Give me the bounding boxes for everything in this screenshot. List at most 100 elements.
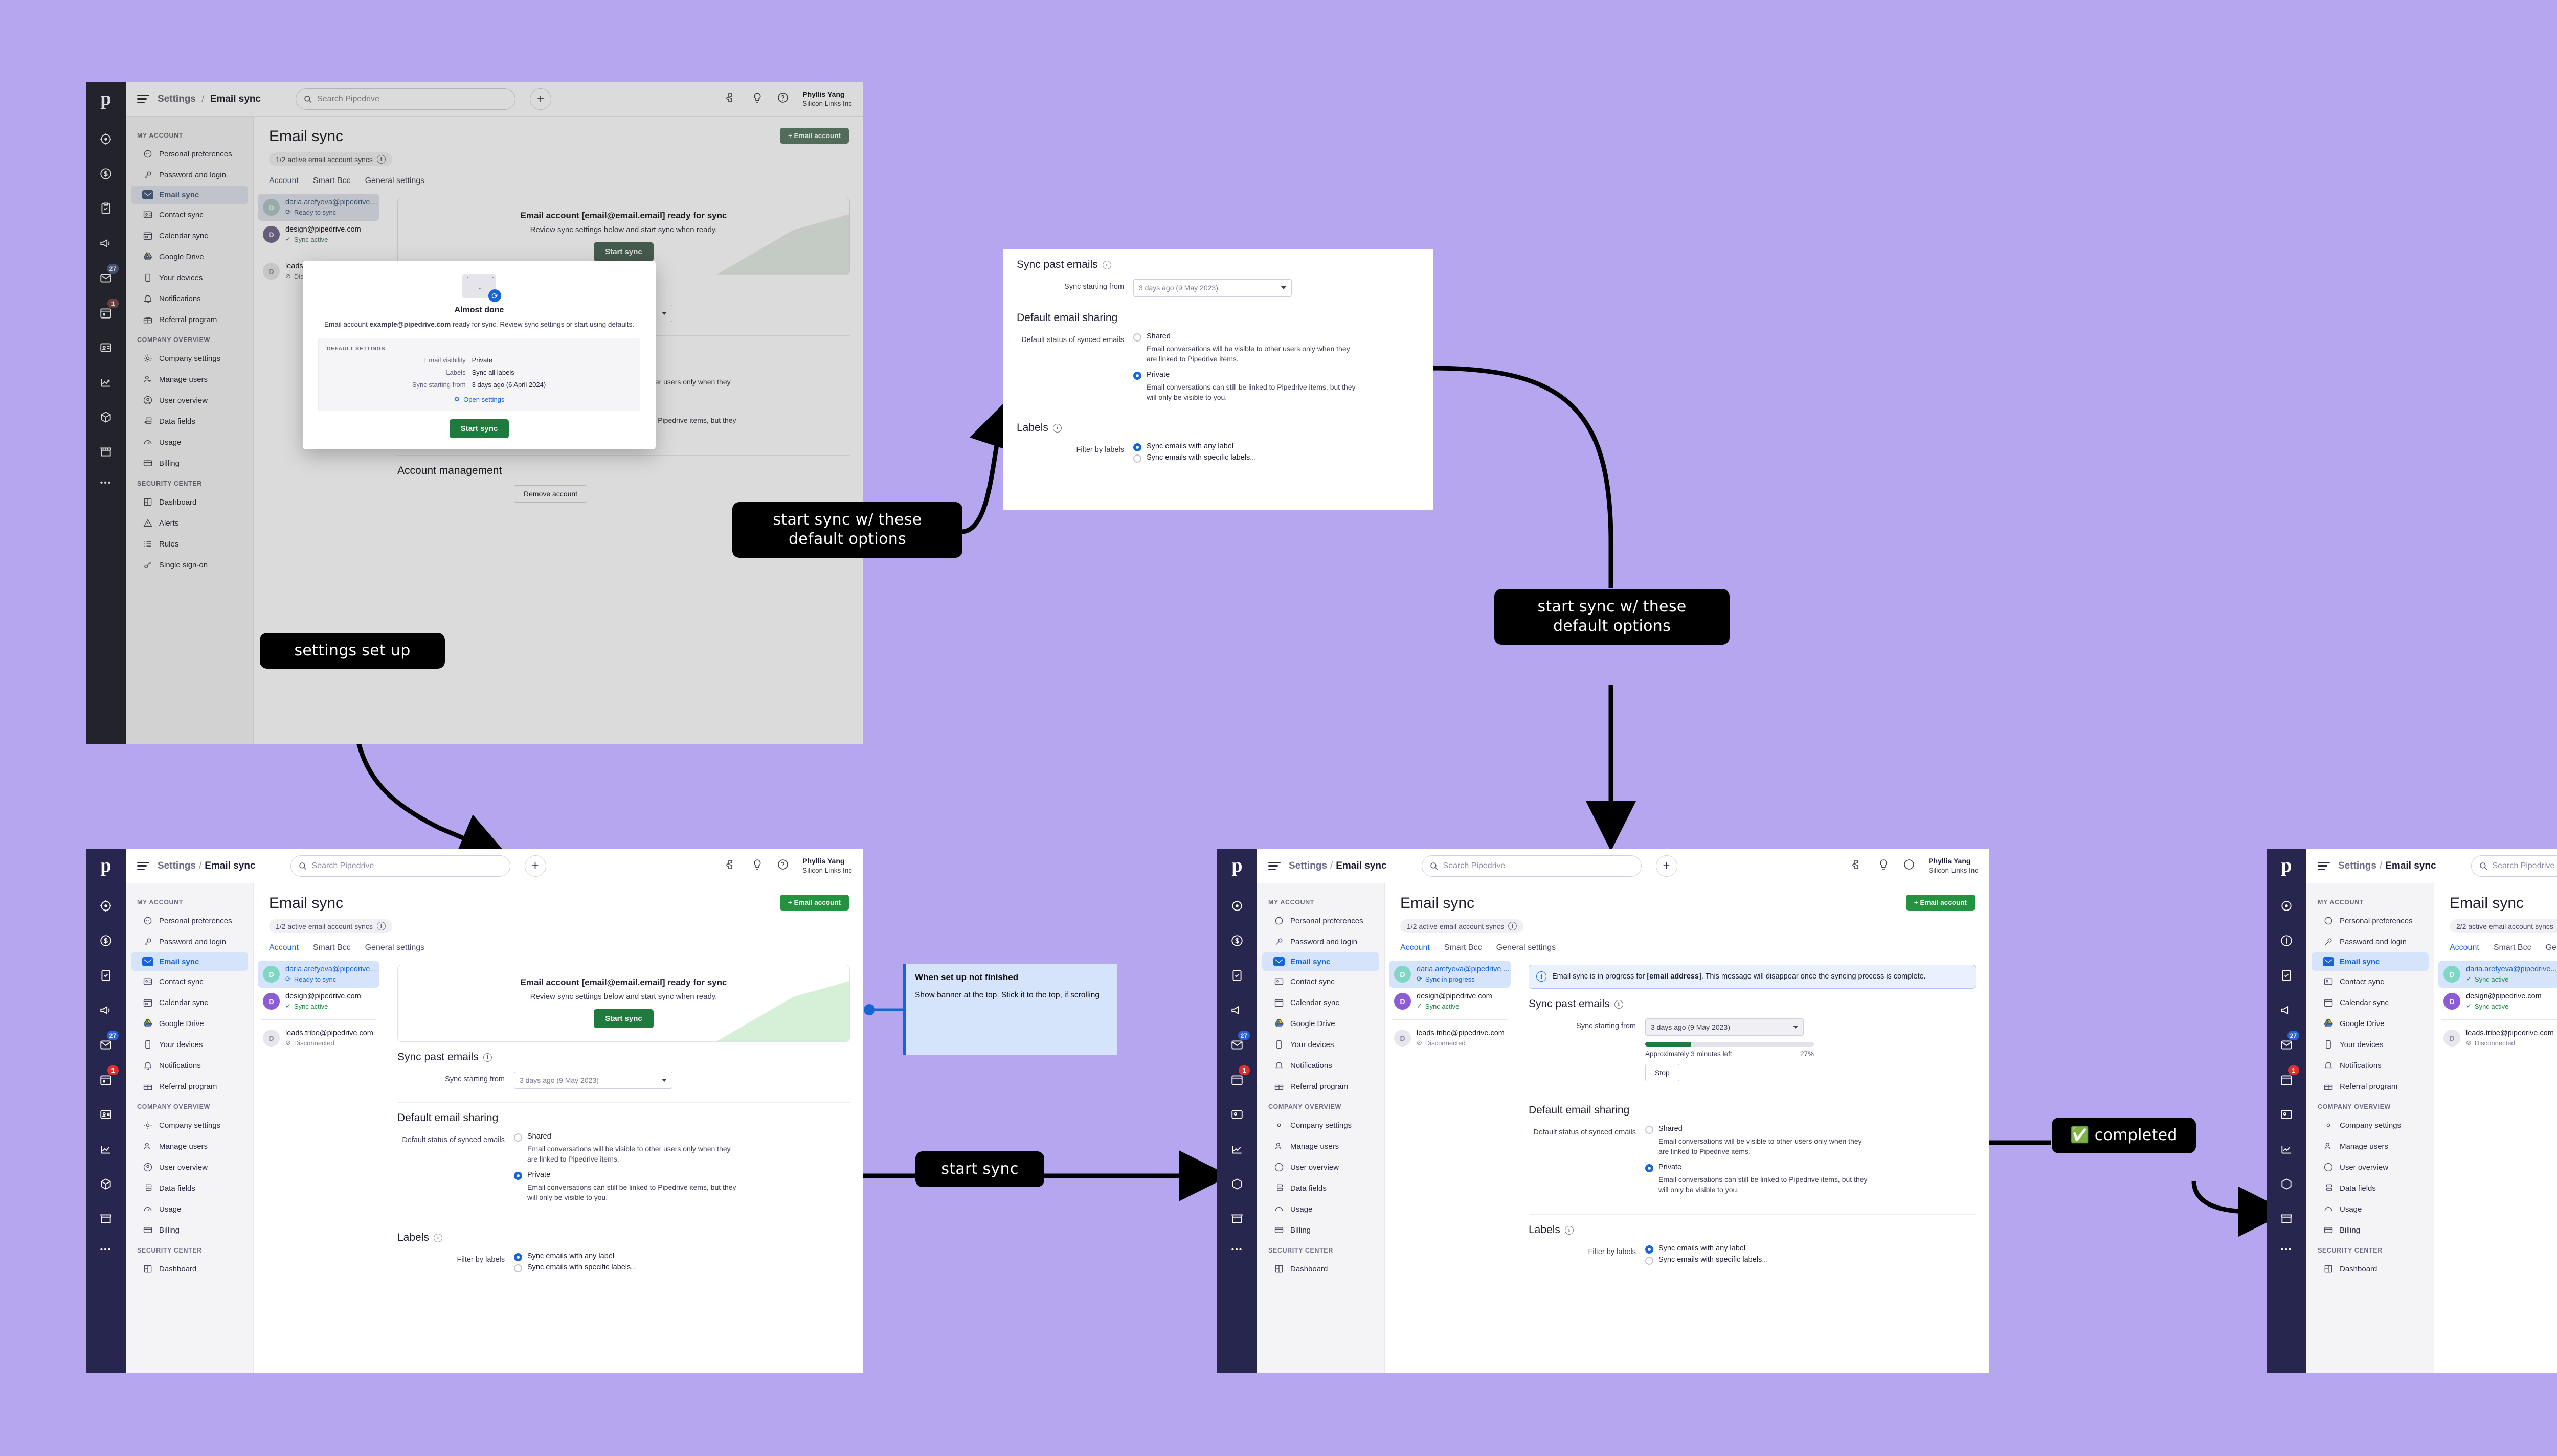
leads-icon[interactable] <box>94 127 118 151</box>
tips-icon[interactable] <box>1877 858 1890 873</box>
info-icon[interactable]: i <box>1564 1225 1574 1235</box>
sidebar-item-contact-sync[interactable]: Contact sync <box>2312 971 2429 992</box>
info-icon[interactable]: i <box>376 155 386 164</box>
mail-icon[interactable]: 27 <box>94 264 119 290</box>
sidebar-item-personal-preferences[interactable]: Personal preferences <box>2312 911 2429 931</box>
leads-icon[interactable] <box>94 894 118 918</box>
sidebar-item-manage-users[interactable]: Manage users <box>2312 1136 2429 1156</box>
tab-smart-bcc[interactable]: Smart Bcc <box>2493 943 2531 952</box>
add-email-account-button[interactable]: + Email account <box>779 128 849 144</box>
calendar-rail-icon[interactable]: 1 <box>1225 1065 1250 1091</box>
apps-icon[interactable] <box>726 858 738 873</box>
sidebar-item-user-overview[interactable]: User overview <box>1262 1157 1379 1177</box>
sidebar-item-personal-preferences[interactable]: Personal preferences <box>1262 911 1379 931</box>
deals-icon[interactable] <box>94 929 118 952</box>
products-icon[interactable] <box>2275 1172 2298 1196</box>
sidebar-item-referral-program[interactable]: Referral program <box>131 1076 248 1097</box>
add-button[interactable]: + <box>530 88 552 110</box>
sidebar-item-contact-sync[interactable]: Contact sync <box>1262 971 1379 992</box>
sync-start-date-select[interactable]: 3 days ago (9 May 2023) <box>1645 1018 1804 1036</box>
tab-account[interactable]: Account <box>1400 943 1430 952</box>
activities-icon[interactable] <box>2275 964 2298 987</box>
activities-icon[interactable] <box>94 197 118 220</box>
sidebar-item-email-sync[interactable]: Email sync <box>131 186 248 204</box>
sidebar-item-calendar-sync[interactable]: Calendar sync <box>2312 992 2429 1013</box>
sidebar-item-google-drive[interactable]: Google Drive <box>1262 1013 1379 1034</box>
info-icon[interactable]: i <box>483 1053 492 1062</box>
sidebar-item-billing[interactable]: Billing <box>131 453 248 473</box>
sidebar-item-data-fields[interactable]: Data fields <box>131 411 248 431</box>
marketplace-icon[interactable] <box>2275 1207 2298 1231</box>
sidebar-item-single-sign-on[interactable]: Single sign-on <box>131 555 248 575</box>
info-icon[interactable]: i <box>433 1233 442 1242</box>
more-icon[interactable]: ••• <box>2280 1245 2293 1254</box>
sidebar-item-referral-program[interactable]: Referral program <box>1262 1076 1379 1097</box>
sidebar-item-password-and-login[interactable]: Password and login <box>2312 931 2429 952</box>
sidebar-item-data-fields[interactable]: Data fields <box>131 1178 248 1198</box>
marketplace-icon[interactable] <box>1225 1207 1249 1231</box>
calendar-rail-icon[interactable]: 1 <box>2275 1065 2299 1091</box>
radio-shared[interactable]: Shared <box>514 1132 850 1142</box>
sidebar-item-your-devices[interactable]: Your devices <box>131 1034 248 1055</box>
breadcrumb-root[interactable]: Settings <box>1289 860 1327 871</box>
tab-smart-bcc[interactable]: Smart Bcc <box>1444 943 1482 952</box>
list-item[interactable]: D daria.arefyeva@pipedrive.... ⟳Ready to… <box>258 961 379 988</box>
sidebar-item-contact-sync[interactable]: Contact sync <box>131 204 248 225</box>
sidebar-item-company-settings[interactable]: Company settings <box>131 348 248 369</box>
sidebar-item-notifications[interactable]: Notifications <box>2312 1055 2429 1076</box>
list-item[interactable]: D daria.arefyeva@pipedrive.... ⟳Sync in … <box>1389 961 1511 988</box>
help-icon[interactable] <box>777 92 789 106</box>
search-input[interactable]: Search Pipedrive <box>2471 855 2557 877</box>
list-item[interactable]: D leads.tribe@pipedrive.com ⊘Disconnecte… <box>2438 1025 2557 1052</box>
mail-icon[interactable]: 27 <box>2275 1031 2299 1057</box>
menu-toggle-icon[interactable] <box>2318 861 2330 870</box>
help-icon[interactable] <box>1903 858 1915 873</box>
radio-private[interactable]: Private <box>514 1171 850 1180</box>
deals-icon[interactable] <box>2275 929 2298 952</box>
open-settings-link[interactable]: ⚙Open settings <box>454 395 505 403</box>
sidebar-item-calendar-sync[interactable]: Calendar sync <box>1262 992 1379 1013</box>
campaigns-icon[interactable] <box>94 232 118 255</box>
sidebar-item-rules[interactable]: Rules <box>131 534 248 554</box>
more-icon[interactable]: ••• <box>100 479 112 487</box>
campaigns-icon[interactable] <box>2275 998 2298 1022</box>
sidebar-item-billing[interactable]: Billing <box>2312 1220 2429 1240</box>
info-icon[interactable]: i <box>1052 423 1062 433</box>
sidebar-item-billing[interactable]: Billing <box>1262 1220 1379 1240</box>
apps-icon[interactable] <box>1852 858 1864 873</box>
sidebar-item-google-drive[interactable]: Google Drive <box>131 246 248 267</box>
contacts-icon[interactable] <box>2275 1103 2298 1126</box>
sidebar-item-personal-preferences[interactable]: Personal preferences <box>131 911 248 931</box>
sidebar-item-referral-program[interactable]: Referral program <box>131 309 248 330</box>
leads-icon[interactable] <box>1225 894 1249 918</box>
mail-icon[interactable]: 27 <box>1225 1031 1250 1057</box>
sidebar-item-usage[interactable]: Usage <box>131 1199 248 1219</box>
tab-general-settings[interactable]: General settings <box>1496 943 1556 952</box>
user-menu[interactable]: Phyllis Yang Silicon Links Inc <box>802 90 852 108</box>
contacts-icon[interactable] <box>94 1103 118 1126</box>
list-item[interactable]: D design@pipedrive.com ✓Sync active <box>258 221 379 248</box>
products-icon[interactable] <box>94 1172 118 1196</box>
insights-icon[interactable] <box>2275 1138 2298 1161</box>
insights-icon[interactable] <box>94 371 118 394</box>
radio-any-label[interactable]: Sync emails with any label <box>1645 1244 1976 1254</box>
sync-start-date-select[interactable]: 3 days ago (9 May 2023) <box>514 1072 672 1089</box>
sidebar-item-notifications[interactable]: Notifications <box>1262 1055 1379 1076</box>
search-input[interactable]: Search Pipedrive <box>296 88 516 110</box>
sidebar-item-company-settings[interactable]: Company settings <box>131 1115 248 1135</box>
sidebar-item-calendar-sync[interactable]: Calendar sync <box>131 225 248 246</box>
list-item[interactable]: D leads.tribe@pipedrive.com ⊘Disconnecte… <box>1389 1025 1511 1052</box>
more-icon[interactable]: ••• <box>100 1245 112 1254</box>
stop-sync-button[interactable]: Stop <box>1645 1064 1679 1082</box>
radio-any-label[interactable]: Sync emails with any label <box>514 1252 850 1262</box>
deals-icon[interactable] <box>1225 929 1249 952</box>
sidebar-item-notifications[interactable]: Notifications <box>131 288 248 309</box>
sidebar-item-dashboard[interactable]: Dashboard <box>131 492 248 512</box>
list-item[interactable]: D daria.arefyeva@pipedrive.... ✓Sync act… <box>2438 961 2557 988</box>
tab-account[interactable]: Account <box>269 943 299 952</box>
deals-icon[interactable] <box>94 162 118 186</box>
sidebar-item-usage[interactable]: Usage <box>2312 1199 2429 1219</box>
sidebar-item-manage-users[interactable]: Manage users <box>131 369 248 390</box>
tab-account[interactable]: Account <box>2450 943 2479 952</box>
contacts-icon[interactable] <box>1225 1103 1249 1126</box>
